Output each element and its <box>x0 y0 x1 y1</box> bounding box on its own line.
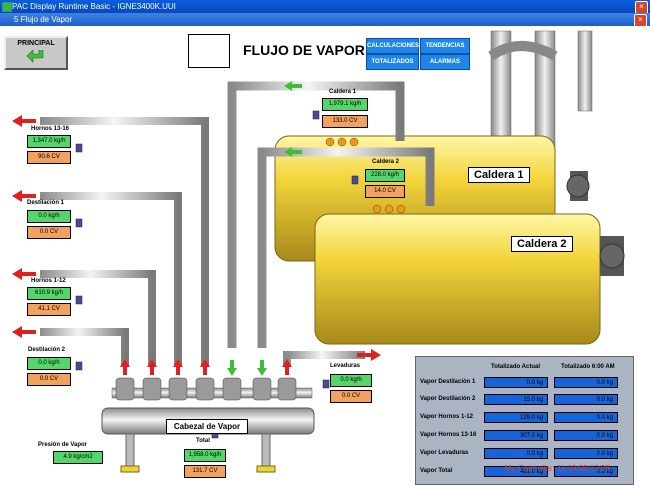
caldera1-cv-display: 133.0 CV <box>322 115 368 128</box>
principal-label: PRINCIPAL <box>17 40 55 47</box>
totals-actual-value: 0.0 kg <box>484 377 548 388</box>
totals-row-label: Vapor Destilación 2 <box>420 396 476 402</box>
tendencias-button[interactable]: TENDENCIAS <box>420 38 470 54</box>
line-label: Hornos 1-12 <box>31 278 66 284</box>
levaduras-label: Levaduras <box>330 363 361 369</box>
total-label: Total <box>196 438 210 444</box>
line-label: Destilación 2 <box>28 347 66 353</box>
line-cv-display: 0.0 CV <box>27 226 71 239</box>
caldera1-flow-display: 1,979.1 kg/h <box>322 98 368 111</box>
header-label: Cabezal de Vapor <box>166 419 248 434</box>
line-flow-display: 1,347.0 kg/h <box>27 135 71 148</box>
totals-actual-value: 129.0 kg <box>484 412 548 423</box>
line-cv-display: 90.6 CV <box>27 151 71 164</box>
line-flow-display: 0.0 kg/h <box>27 210 71 223</box>
principal-button[interactable]: PRINCIPAL <box>4 36 68 70</box>
line-label: Destilación 1 <box>27 200 65 206</box>
line-cv-display: 41.1 CV <box>27 303 71 316</box>
totals-actual-value: 307.0 kg <box>484 430 548 441</box>
line-label: Hornos 13-16 <box>31 126 70 132</box>
totals-am-value: 0.0 kg <box>554 412 618 423</box>
caldera1-label: Caldera 1 <box>468 167 530 183</box>
totals-actual-value: 0.0 kg <box>484 448 548 459</box>
caldera2-flow-display: 228.0 kg/h <box>365 169 405 182</box>
totals-row-label: Vapor Total <box>420 468 453 474</box>
app-icon <box>2 2 12 12</box>
caldera2-meter-label: Caldera 2 <box>372 159 400 165</box>
hmi-screen: PRINCIPAL FLUJO DE VAPOR CALCULACIONES T… <box>0 26 650 487</box>
alarmas-button[interactable]: ALARMAS <box>420 54 470 70</box>
totalizados-button[interactable]: TOTALIZADOS <box>366 54 419 70</box>
calculaciones-button[interactable]: CALCULACIONES <box>366 38 419 54</box>
total-flow-display: 1,958.0 kg/h <box>184 449 226 462</box>
totals-am-value: 0.0 kg <box>554 394 618 405</box>
alarm-status-text: My Controller: 11:18:08:13:28 <box>505 464 610 473</box>
line-flow-display: 610.9 kg/h <box>27 287 71 300</box>
totals-am-value: 0.0 kg <box>554 377 618 388</box>
line-flow-display: 0.0 kg/h <box>27 357 71 370</box>
screen-close-icon[interactable]: × <box>634 14 647 27</box>
totals-am-value: 0.0 kg <box>554 448 618 459</box>
screen-title: 5 Flujo de Vapor <box>14 15 73 24</box>
screen-icon-box <box>188 34 230 68</box>
totals-row-label: Vapor Hornos 13-16 <box>420 432 477 438</box>
back-arrow-icon <box>27 50 44 63</box>
levaduras-flow-display: 0.0 kg/h <box>330 374 372 387</box>
screen-titlebar: 5 Flujo de Vapor × <box>0 13 650 27</box>
totals-actual-value: 15.0 kg <box>484 394 548 405</box>
totals-actual-value: 461.0 kg <box>484 466 548 477</box>
totals-am-value: 0.0 kg <box>554 430 618 441</box>
window-title: PAC Display Runtime Basic - IGNE3400K.UU… <box>12 2 176 11</box>
page-title: FLUJO DE VAPOR <box>243 42 365 58</box>
totals-row-label: Vapor Hornos 1-12 <box>420 414 474 420</box>
presion-label: Presión de Vapor <box>38 442 88 448</box>
line-cv-display: 0.0 CV <box>27 373 71 386</box>
totals-am-value: 0.0 kg <box>554 466 618 477</box>
caldera2-label: Caldera 2 <box>511 236 573 252</box>
totals-panel: Totalizado Actual Totalizado 6:00 AM Vap… <box>415 356 634 485</box>
presion-display: 4.9 kg/cm2 <box>53 451 103 464</box>
totals-col-am-header: Totalizado 6:00 AM <box>561 364 615 370</box>
levaduras-cv-display: 0.0 CV <box>330 390 372 403</box>
totals-row-label: Vapor Levaduras <box>420 450 469 456</box>
caldera1-meter-label: Caldera 1 <box>329 89 357 95</box>
totals-col-actual-header: Totalizado Actual <box>491 364 541 370</box>
total-cv-display: 131.7 CV <box>184 465 226 478</box>
totals-row-label: Vapor Destilación 1 <box>420 379 476 385</box>
caldera2-cv-display: 14.0 CV <box>365 185 405 198</box>
window-titlebar: PAC Display Runtime Basic - IGNE3400K.UU… <box>0 0 650 14</box>
